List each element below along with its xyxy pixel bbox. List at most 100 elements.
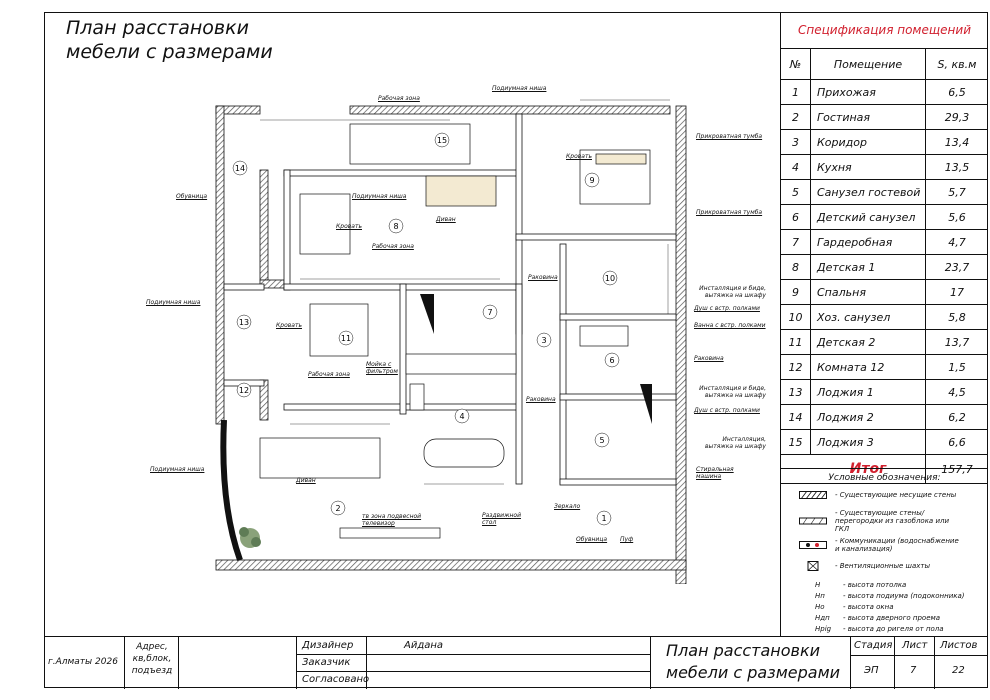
spec-row-number: 5	[781, 180, 811, 204]
cabinet	[409, 383, 425, 411]
room-number-markers: 1 2 3 4 5 6 7 8 9 10 11 12 13 14 15	[232, 132, 620, 526]
ventilation-shafts	[420, 294, 652, 424]
designer-label: Дизайнер	[302, 640, 354, 651]
dimension-lines	[260, 99, 670, 485]
label-shoe-rack-hall: Обувница	[576, 536, 608, 543]
spec-total-row: Итог 157,7	[781, 455, 988, 484]
spec-row-room: Хоз. санузел	[811, 305, 926, 329]
label-bed-kids1: Кровать	[336, 223, 362, 230]
spec-row-room: Прихожая	[811, 80, 926, 104]
svg-text:10: 10	[605, 274, 615, 283]
spec-header-row: № Помещение S, кв.м	[781, 49, 988, 80]
spec-row-area: 29,3	[944, 110, 970, 124]
label-work-zone-kids: Рабочая зона	[372, 243, 414, 250]
loggia3-furniture	[349, 123, 471, 165]
room-marker-10: 10	[602, 270, 618, 286]
legend-item-partitions: - Существующие стены/ перегородки из газ…	[799, 509, 979, 533]
spec-row-number: 11	[781, 330, 811, 354]
spec-row-room: Детская 2	[811, 330, 926, 354]
label-sink-2: Раковина	[694, 355, 724, 362]
sheet-frame	[44, 12, 988, 688]
room-marker-1: 1	[596, 510, 612, 526]
spec-row-area: 13,7	[944, 335, 970, 349]
sheet-label: Лист	[902, 640, 928, 651]
label-podium-niche-kids: Подиумная ниша	[352, 193, 407, 200]
spec-row-area: 13,5	[944, 160, 970, 174]
room-marker-13: 13	[236, 314, 252, 330]
spec-row-area: 6,5	[948, 85, 966, 99]
label-bedside-table-1: Прикроватная тумба	[696, 133, 763, 140]
spec-row-area: 4,7	[948, 235, 966, 249]
spec-row-number: 14	[781, 405, 811, 429]
svg-text:5: 5	[599, 436, 604, 445]
legend-abbr-hp: Нп- высота подиума (подоконника)	[815, 592, 965, 600]
curved-loggia-wall	[220, 419, 243, 562]
svg-text:15: 15	[437, 136, 447, 145]
label-bedside-table-2: Прикроватная тумба	[696, 209, 763, 216]
sheet-title-line2: мебели с размерами	[666, 663, 841, 682]
spec-row-area: 5,6	[948, 210, 966, 224]
room-specification-table: Спецификация помещений № Помещение S, кв…	[780, 12, 988, 484]
label-washing-machine: Стиральная машина	[696, 466, 734, 480]
city-year: г.Алматы 2026	[48, 657, 118, 667]
legend-abbr-ho: Но- высота окна	[815, 603, 894, 611]
legend-title: Условные обозначения:	[828, 473, 941, 483]
bathtub	[579, 325, 629, 347]
tv-stand	[339, 527, 441, 539]
label-work-zone-kids2: Рабочая зона	[308, 371, 350, 378]
spec-row-room: Лоджия 2	[811, 405, 926, 429]
label-installation-1: Инсталляция и биде, вытяжка на шкафу	[699, 285, 766, 299]
total-value: 157,7	[941, 462, 973, 476]
svg-text:8: 8	[393, 222, 398, 231]
room-marker-15: 15	[434, 132, 450, 148]
spec-row-area: 17	[950, 285, 964, 299]
svg-text:12: 12	[239, 386, 249, 395]
furniture	[259, 123, 651, 539]
stage-value: ЭП	[864, 665, 879, 676]
room-marker-6: 6	[604, 352, 620, 368]
communications-icon	[799, 541, 827, 549]
legend-item-ventilation: - Вентиляционные шахты	[799, 561, 930, 571]
sheets-label: Листов	[940, 640, 978, 651]
spec-row-area: 23,7	[944, 260, 970, 274]
room-marker-11: 11	[338, 330, 354, 346]
address-cell: Адрес, кв,блок, подъезд	[131, 642, 173, 676]
label-shower-2: Душ с встр. полками	[694, 407, 760, 414]
customer-label: Заказчик	[302, 657, 351, 668]
designer-value: Айдана	[404, 640, 444, 651]
svg-text:3: 3	[541, 336, 546, 345]
legend-abbr-hrig: Нрig- высота до ригеля от пола	[815, 625, 944, 633]
spec-row-number: 13	[781, 380, 811, 404]
ventilation-shaft-icon	[807, 561, 819, 571]
room-marker-9: 9	[584, 172, 600, 188]
label-shower-1: Душ с встр. полками	[694, 305, 760, 312]
page-title: План расстановки мебели с размерами	[66, 17, 273, 63]
svg-text:6: 6	[609, 356, 614, 365]
svg-text:2: 2	[335, 504, 340, 513]
bearing-wall-hatch-icon	[799, 491, 827, 499]
spec-row-room: Лоджия 1	[811, 380, 926, 404]
spec-row-room: Комната 12	[811, 355, 926, 379]
spec-row-area: 5,8	[948, 310, 966, 324]
legend-item-communications: - Коммуникации (водоснабжение и канализа…	[799, 537, 979, 553]
spec-row-area: 1,5	[948, 360, 966, 374]
room-marker-8: 8	[388, 218, 404, 234]
svg-text:7: 7	[487, 308, 492, 317]
label-podium-niche-top: Подиумная ниша	[492, 85, 547, 92]
legend-abbr-hdp: Ндп- высота дверного проема	[815, 614, 941, 622]
label-bed-kids2: Кровать	[276, 322, 302, 329]
legend: Условные обозначения: - Существующие нес…	[780, 468, 988, 636]
kitchen-counter	[405, 353, 517, 375]
room-marker-5: 5	[594, 432, 610, 448]
label-sofa-living: Диван	[296, 477, 316, 484]
room-marker-7: 7	[482, 304, 498, 320]
